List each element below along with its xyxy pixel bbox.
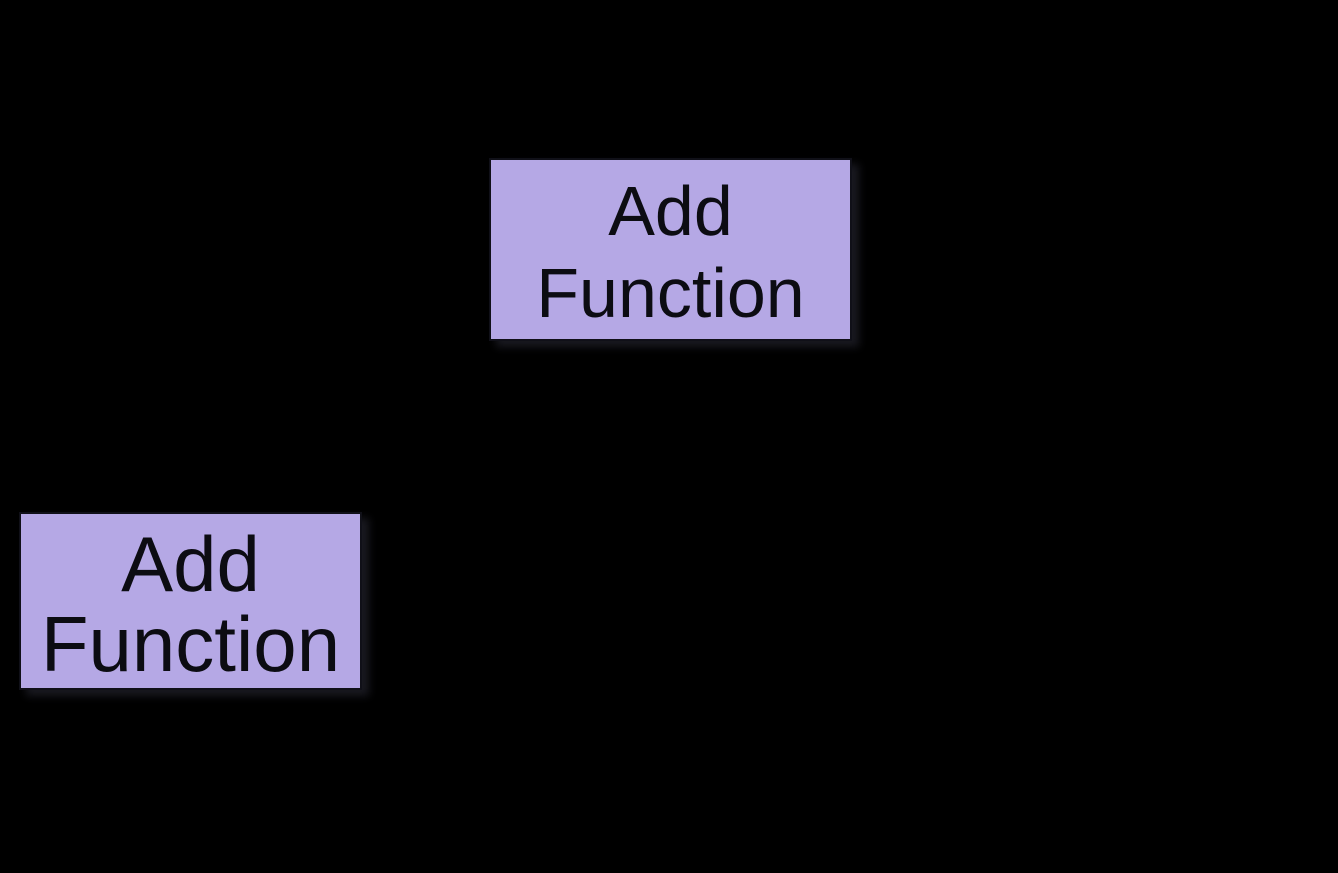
add-function-button-left[interactable]: Add Function xyxy=(19,512,362,690)
add-function-button-left-label-line2: Function xyxy=(40,600,341,688)
add-function-button-top[interactable]: Add Function xyxy=(489,158,852,341)
add-function-button-top-label-line1: Add xyxy=(608,171,733,250)
add-function-button-top-label-line2: Function xyxy=(536,253,805,332)
add-function-button-left-label-line1: Add xyxy=(121,520,260,608)
